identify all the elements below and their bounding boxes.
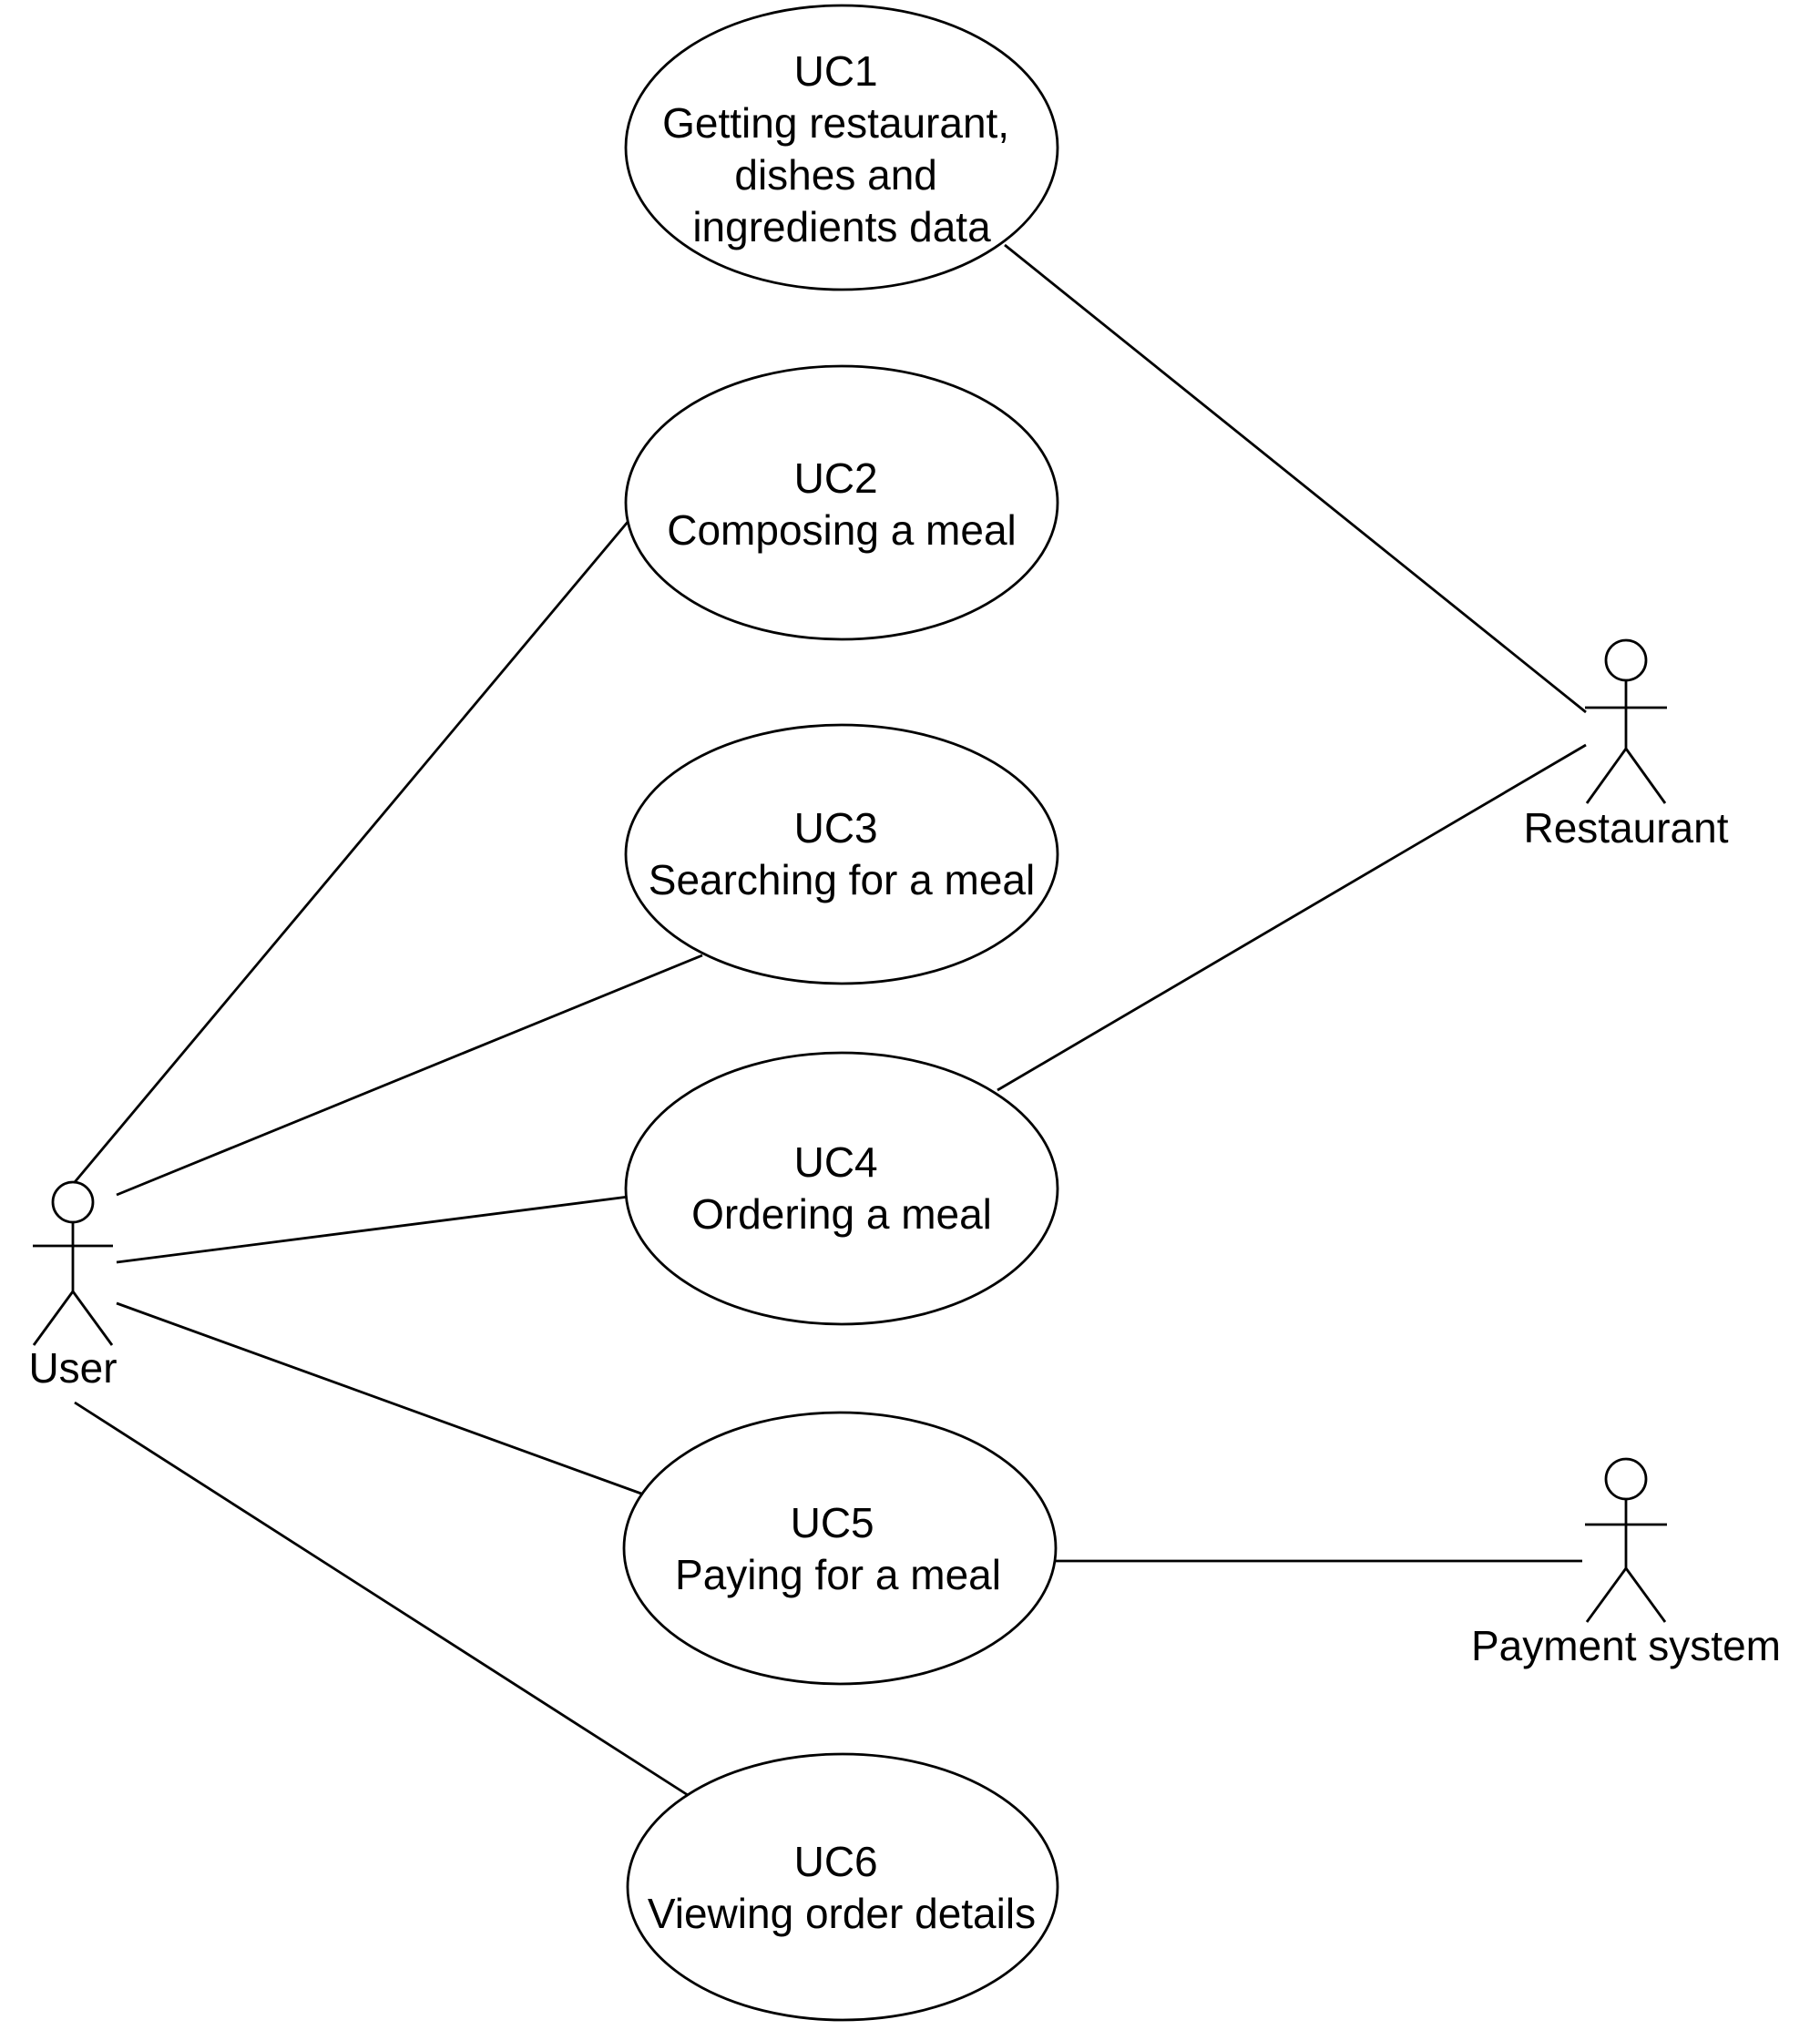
- actor-user[interactable]: User: [28, 1180, 118, 1392]
- use-case-uc5-id: UC5: [791, 1499, 874, 1546]
- svg-text:UC4 Ordering a meal: UC4 Ordering a meal: [691, 1138, 992, 1238]
- association-user-uc4: [116, 1195, 629, 1264]
- use-case-uc1-ellipse: [624, 4, 1059, 291]
- use-case-uc4[interactable]: UC4 Ordering a meal: [624, 1051, 1059, 1326]
- association-user-uc6: [74, 1401, 689, 1797]
- use-case-uc6[interactable]: UC6 Viewing order details: [626, 1752, 1059, 2022]
- stick-figure-icon: [32, 1180, 114, 1346]
- use-case-uc1[interactable]: UC1 Getting restaurant, dishes and ingre…: [624, 4, 1059, 291]
- use-case-uc5-ellipse: [622, 1411, 1058, 1686]
- use-case-uc3[interactable]: UC3 Searching for a meal: [624, 723, 1059, 985]
- use-case-uc6-id: UC6: [794, 1838, 878, 1885]
- use-case-uc1-name-line-3: ingredients data: [692, 203, 991, 250]
- use-case-uc1-name-line-1: Getting restaurant,: [662, 99, 1009, 147]
- use-case-uc1-name-line-2: dishes and: [734, 151, 937, 199]
- actor-restaurant[interactable]: Restaurant: [1523, 638, 1729, 852]
- use-case-uc3-id: UC3: [794, 804, 878, 852]
- svg-text:UC3 Searching for a meal: UC3 Searching for a meal: [649, 804, 1035, 903]
- association-restaurant-uc1: [1004, 243, 1587, 714]
- use-case-uc6-name-line-1: Viewing order details: [648, 1890, 1036, 1937]
- actor-user-label: User: [28, 1344, 117, 1392]
- use-case-uc4-name-line-1: Ordering a meal: [691, 1190, 992, 1238]
- associations: [73, 243, 1587, 1797]
- use-case-uc3-name-line-1: Searching for a meal: [649, 856, 1035, 903]
- use-case-uc1-id: UC1: [794, 47, 878, 95]
- actor-restaurant-label: Restaurant: [1523, 804, 1728, 852]
- use-case-uc2-id: UC2: [794, 454, 878, 502]
- use-case-uc4-ellipse: [624, 1051, 1059, 1326]
- association-user-uc2: [73, 520, 630, 1183]
- stick-figure-icon: [1585, 638, 1667, 804]
- use-case-uc2-name-line-1: Composing a meal: [667, 506, 1017, 554]
- stick-figure-icon: [1585, 1457, 1667, 1623]
- use-case-uc6-ellipse: [626, 1752, 1059, 2022]
- svg-text:UC1 Getting restaurant,: UC1 Getting restaurant, dishes and ingre…: [662, 47, 1021, 250]
- association-user-uc5: [116, 1301, 642, 1495]
- use-case-uc2-ellipse: [624, 364, 1059, 641]
- svg-text:UC2 Composing a meal: UC2 Composing a meal: [667, 454, 1017, 554]
- use-case-uc3-ellipse: [624, 723, 1059, 985]
- use-case-uc5-name-line-1: Paying for a meal: [675, 1551, 1001, 1598]
- actor-payment-system[interactable]: Payment system: [1471, 1457, 1781, 1669]
- use-case-uc4-id: UC4: [794, 1138, 878, 1186]
- association-user-uc3: [116, 954, 703, 1197]
- svg-text:UC6 Viewing order detail: UC6 Viewing order details: [648, 1838, 1036, 1937]
- actor-payment-system-label: Payment system: [1471, 1622, 1781, 1669]
- use-case-uc2[interactable]: UC2 Composing a meal: [624, 364, 1059, 641]
- use-case-uc5[interactable]: UC5 Paying for a meal: [622, 1411, 1058, 1686]
- svg-text:UC5 Paying for a meal: UC5 Paying for a meal: [675, 1499, 1001, 1598]
- association-restaurant-uc4: [997, 743, 1587, 1092]
